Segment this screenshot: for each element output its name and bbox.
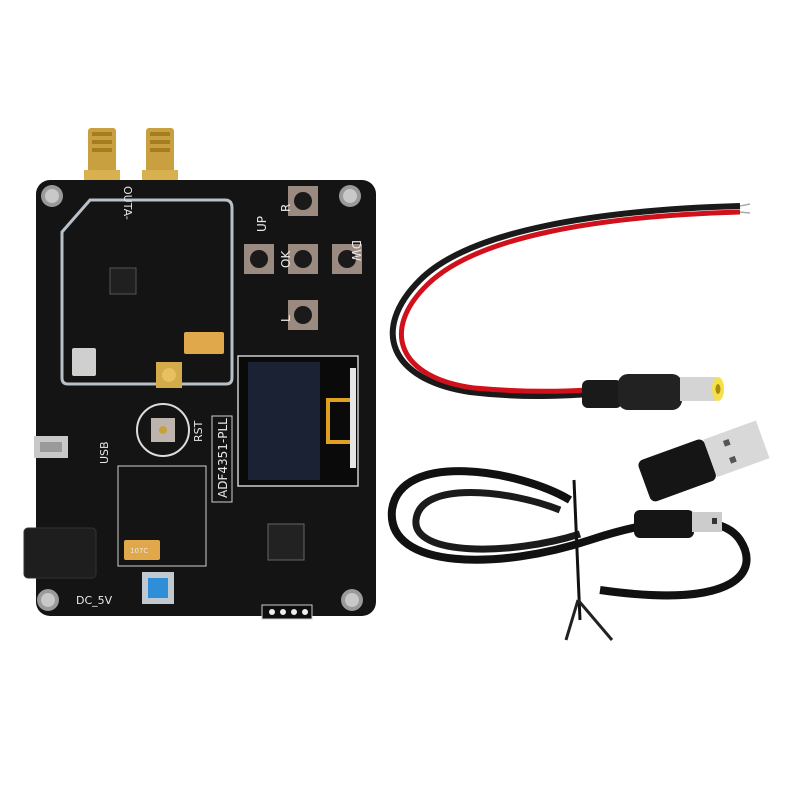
model-label: ADF4351-PLL — [216, 418, 230, 498]
button-up[interactable] — [244, 244, 274, 274]
mounting-screw-tl — [41, 185, 63, 207]
mounting-screw-br — [341, 589, 363, 611]
mounting-screw-bl — [37, 589, 59, 611]
mounting-screw-tr — [339, 185, 361, 207]
dc-power-cable — [389, 203, 751, 410]
label-dc: DC_5V — [76, 594, 113, 607]
tantalum-capacitor — [184, 332, 224, 354]
mcu-chip — [267, 523, 305, 561]
label-l: L — [279, 315, 293, 322]
label-up: UP — [255, 216, 269, 232]
label-dw: DW — [349, 240, 363, 261]
label-r: R — [279, 204, 293, 212]
crystal — [72, 348, 96, 376]
button-dw[interactable] — [332, 244, 362, 274]
usb-mini-cable — [387, 420, 770, 641]
pcb-board: ADF4351-PLL 107C OUTA- USB RST UP R OK D… — [23, 180, 376, 620]
button-ok[interactable] — [288, 244, 318, 274]
button-l[interactable] — [288, 300, 318, 330]
model-label-box — [211, 415, 233, 503]
button-r[interactable] — [288, 186, 318, 216]
pll-chip — [109, 267, 137, 295]
dc-jack — [23, 527, 97, 579]
label-rst: RST — [192, 420, 205, 442]
oled-display — [237, 355, 359, 487]
label-outa: OUTA- — [121, 186, 134, 220]
button-rst[interactable] — [136, 403, 190, 457]
label-usb: USB — [98, 441, 111, 464]
svg-text:107C: 107C — [130, 547, 148, 555]
pin-header — [261, 604, 313, 620]
regulator-section — [117, 465, 207, 567]
label-ok: OK — [279, 250, 293, 268]
